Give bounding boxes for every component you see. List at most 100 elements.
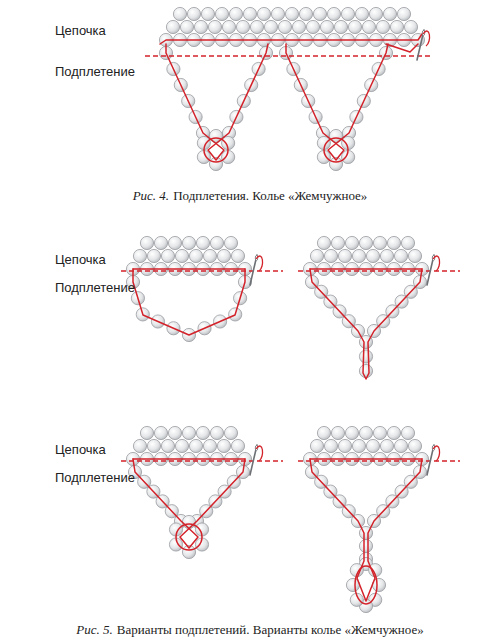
bead [359,236,372,249]
bead [373,236,386,249]
bead [387,426,400,439]
thread [133,268,245,270]
bead [334,20,347,33]
thread [256,256,263,271]
bead [317,236,330,249]
bead [327,7,340,20]
bead [196,236,209,249]
needle [250,255,257,285]
bead [182,236,195,249]
bead [352,439,365,452]
bead [341,7,354,20]
bead [175,439,188,452]
bead [203,439,216,452]
bead [338,439,351,452]
bead [313,7,326,20]
figure-caption: Рис. 4. Подплетения. Колье «Жемчужное» [0,188,500,204]
bead [317,426,330,439]
bead [359,350,372,363]
part-label: Цепочка [55,23,106,39]
thread [133,458,245,460]
bead [401,236,414,249]
bead [208,20,221,33]
figure-number: Рис. 4. [133,188,169,203]
needle [250,445,257,475]
bead [362,20,375,33]
bead [404,20,417,33]
bead [348,20,361,33]
thread [310,269,422,379]
part-label: Цепочка [55,252,106,268]
bead [408,249,421,262]
bead [359,539,372,552]
bead [387,236,400,249]
bead [229,7,242,20]
bead [189,439,202,452]
bead [397,7,410,20]
bead [161,249,174,262]
bead [345,236,358,249]
bead [133,439,146,452]
part-label: Цепочка [55,442,106,458]
bead [310,439,323,452]
bead [173,7,186,20]
bead [236,20,249,33]
bead [278,20,291,33]
needle [417,30,424,60]
bead [324,439,337,452]
bead [217,439,230,452]
bead [264,20,277,33]
bead [366,249,379,262]
bead [182,515,195,528]
bead [401,426,414,439]
bead [394,249,407,262]
bead [231,249,244,262]
bead [390,20,403,33]
bead [147,249,160,262]
bead [154,426,167,439]
thread [433,446,440,461]
bead [366,439,379,452]
bead [215,7,228,20]
bead [310,249,323,262]
bead [331,426,344,439]
caption-text: Варианты подплетений. Варианты колье «Же… [117,622,424,637]
part-label: Подплетение [55,470,135,486]
bead [250,20,263,33]
thread [310,268,422,270]
bead [187,7,200,20]
bead [201,7,214,20]
bead [376,20,389,33]
part-label: Подплетение [55,64,135,80]
bead [154,236,167,249]
bead [180,20,193,33]
bead [222,20,235,33]
bead [383,7,396,20]
bead [292,20,305,33]
bead [271,7,284,20]
bead [408,439,421,452]
bead [196,426,209,439]
bead [166,20,179,33]
bead [355,7,368,20]
bead [203,249,216,262]
bead [140,236,153,249]
needle [427,445,434,475]
bead [373,426,386,439]
thread [256,446,263,461]
bead [168,426,181,439]
thread [160,34,422,44]
thread [166,44,268,160]
bead [320,20,333,33]
bead [369,7,382,20]
needle [427,255,434,285]
caption-text: Подплетения. Колье «Жемчужное» [173,188,367,203]
thread [133,269,245,335]
bead [394,439,407,452]
bead [231,439,244,452]
bead [217,249,230,262]
bead [161,439,174,452]
bead [133,249,146,262]
bead [243,7,256,20]
bead [168,236,181,249]
